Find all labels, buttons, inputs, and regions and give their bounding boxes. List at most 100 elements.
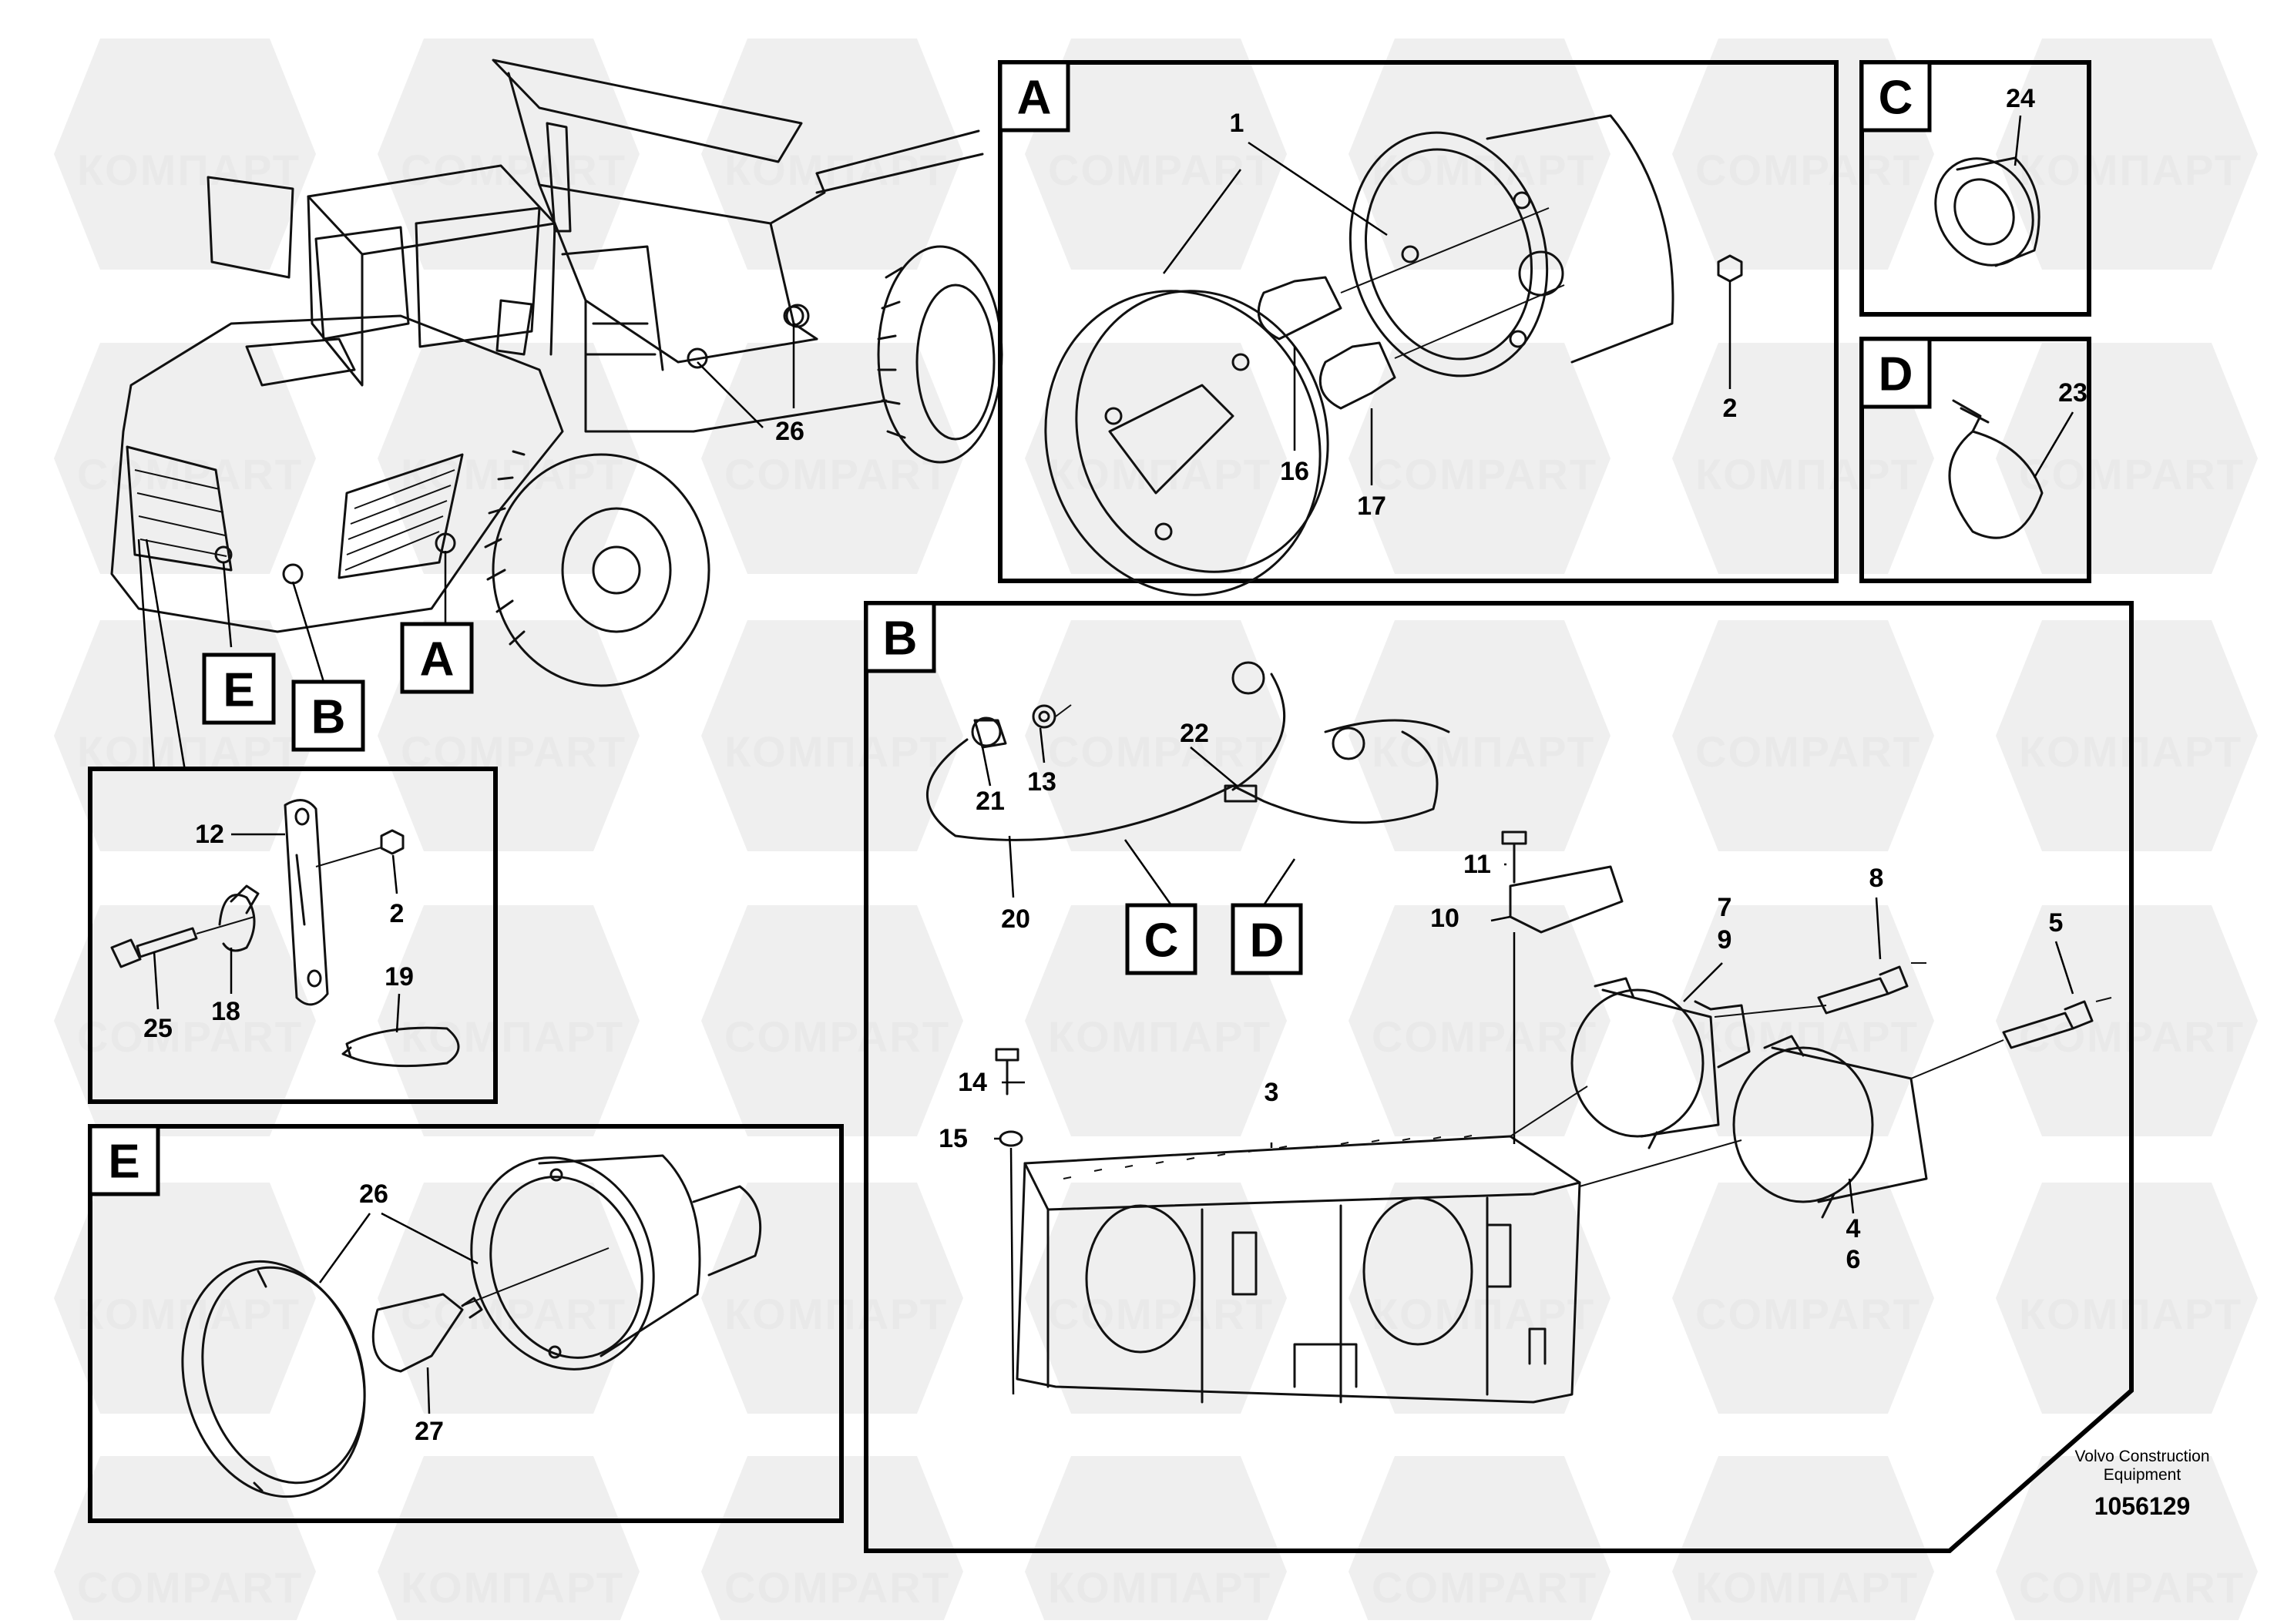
detail-D-panel: D	[1859, 337, 2091, 583]
detail-A-panel: A	[998, 60, 1839, 596]
watermark-text: КОМПАРТ	[724, 146, 948, 194]
watermark-logo: COMPART	[1025, 620, 1287, 851]
detail-B-tag: B	[883, 612, 918, 666]
part-label-9: 9	[1718, 925, 1732, 955]
watermark-logo: КОМПАРТ	[54, 620, 316, 851]
watermark-text: COMPART	[2019, 450, 2245, 498]
watermark-text: COMPART	[401, 146, 626, 194]
watermark-logo: COMPART	[701, 905, 963, 1136]
part-label-11: 11	[1463, 850, 1491, 879]
truck-tag-E-label: E	[223, 664, 254, 717]
watermark-text: COMPART	[2019, 1563, 2245, 1612]
truck-tag-E[interactable]: E	[202, 653, 276, 725]
watermark-text: КОМПАРТ	[724, 1290, 948, 1338]
truck-tag-B-label: B	[311, 691, 346, 744]
watermark-logo: COMPART	[1996, 905, 2258, 1136]
part-label-12: 12	[195, 820, 224, 849]
watermark-text: КОМПАРТ	[1695, 450, 1919, 498]
watermark-text: COMPART	[724, 1563, 950, 1612]
detail-E-tag: E	[108, 1136, 139, 1189]
part-label-24: 24	[2006, 84, 2035, 113]
detail-E-panel: E	[88, 1124, 844, 1523]
harness-tag-C-label: C	[1144, 914, 1179, 968]
watermark-logo: КОМПАРТ	[1672, 905, 1934, 1136]
watermark-logo: COMPART	[54, 343, 316, 574]
watermark-text: COMPART	[1048, 1290, 1274, 1338]
watermark-text: КОМПАРТ	[1695, 1012, 1919, 1061]
watermark-text: COMPART	[1695, 727, 1921, 776]
watermark-logo: КОМПАРТ	[1349, 1183, 1611, 1414]
watermark-logo: КОМПАРТ	[1996, 39, 2258, 270]
part-label-17: 17	[1357, 492, 1386, 521]
watermark-logo: КОМПАРТ	[1996, 620, 2258, 851]
watermark-text: COMPART	[1048, 727, 1274, 776]
watermark-text: COMPART	[724, 450, 950, 498]
part-label-2-mount: 2	[390, 899, 405, 928]
truck-tag-B[interactable]: B	[291, 679, 365, 752]
part-label-5: 5	[2049, 908, 2064, 938]
watermark-logo: COMPART	[1349, 905, 1611, 1136]
watermark-layer: КОМПАРТ COMPART КОМПАРТ COMPART КОМПАРТ COMPA…	[54, 39, 2258, 1624]
watermark-text: COMPART	[1372, 1563, 1597, 1612]
part-label-3: 3	[1265, 1078, 1279, 1107]
watermark-logo: COMPART	[701, 343, 963, 574]
watermark-text: COMPART	[401, 1290, 626, 1338]
harness-tag-D-label: D	[1250, 914, 1285, 968]
watermark-text: КОМПАРТ	[1048, 1012, 1271, 1061]
truck-tag-A[interactable]: A	[400, 622, 474, 694]
watermark-logo: COMPART	[1996, 1456, 2258, 1624]
watermark-text: COMPART	[77, 1563, 303, 1612]
watermark-text: COMPART	[1372, 450, 1597, 498]
watermark-logo: КОМПАРТ	[378, 343, 640, 574]
part-label-1: 1	[1230, 109, 1244, 138]
watermark-logo: КОМПАРТ	[701, 39, 963, 270]
part-label-6: 6	[1846, 1245, 1861, 1274]
detail-A-tag: A	[1017, 72, 1052, 125]
part-label-16: 16	[1280, 457, 1309, 486]
watermark-text: COMPART	[77, 1012, 303, 1061]
detail-C-panel: C	[1859, 60, 2091, 317]
watermark-text: COMPART	[724, 1012, 950, 1061]
watermark-text: КОМПАРТ	[1048, 1563, 1271, 1612]
part-label-14: 14	[958, 1068, 987, 1097]
maker-line-1: Volvo Construction	[2074, 1448, 2209, 1465]
part-label-2-detailA: 2	[1723, 394, 1738, 423]
truck-leaders	[137, 324, 795, 771]
watermark-text: КОМПАРТ	[77, 146, 301, 194]
part-label-21: 21	[976, 787, 1005, 816]
watermark-logo: COMPART	[1672, 1183, 1934, 1414]
watermark-text: COMPART	[1372, 1012, 1597, 1061]
part-label-20: 20	[1001, 904, 1030, 934]
watermark-logo: COMPART	[701, 1456, 963, 1624]
watermark-logo: КОМПАРТ	[1025, 343, 1287, 574]
part-label-13: 13	[1027, 767, 1056, 797]
part-label-10: 10	[1430, 904, 1459, 933]
watermark-logo: COMPART	[1349, 343, 1611, 574]
detail-C-tag: C	[1879, 72, 1913, 125]
part-label-26-truck: 26	[775, 417, 804, 446]
maker-line-2: Equipment	[2104, 1466, 2181, 1484]
detail-D-tag: D	[1879, 348, 1913, 401]
watermark-text: КОМПАРТ	[401, 1563, 624, 1612]
watermark-logo: COMPART	[378, 39, 640, 270]
watermark-logo: КОМПАРТ	[701, 620, 963, 851]
watermark-logo: COMPART	[1996, 343, 2258, 574]
part-label-27: 27	[415, 1417, 444, 1446]
watermark-text: КОМПАРТ	[401, 1012, 624, 1061]
watermark-text: КОМПАРТ	[77, 1290, 301, 1338]
watermark-logo: КОМПАРТ	[1349, 39, 1611, 270]
harness-tag-D[interactable]: D	[1231, 903, 1303, 975]
part-label-23: 23	[2058, 378, 2087, 408]
part-label-19: 19	[385, 962, 414, 992]
part-label-15: 15	[939, 1124, 968, 1153]
watermark-logo: КОМПАРТ	[1025, 905, 1287, 1136]
watermark-logo: КОМПАРТ	[378, 1456, 640, 1624]
watermark-logo: COMPART	[1349, 1456, 1611, 1624]
watermark-logo: COMPART	[1025, 39, 1287, 270]
drawing-number: 1056129	[2094, 1492, 2191, 1520]
harness-tag-C[interactable]: C	[1125, 903, 1197, 975]
watermark-logo: КОМПАРТ	[54, 1183, 316, 1414]
watermark-logo: КОМПАРТ	[1996, 1183, 2258, 1414]
